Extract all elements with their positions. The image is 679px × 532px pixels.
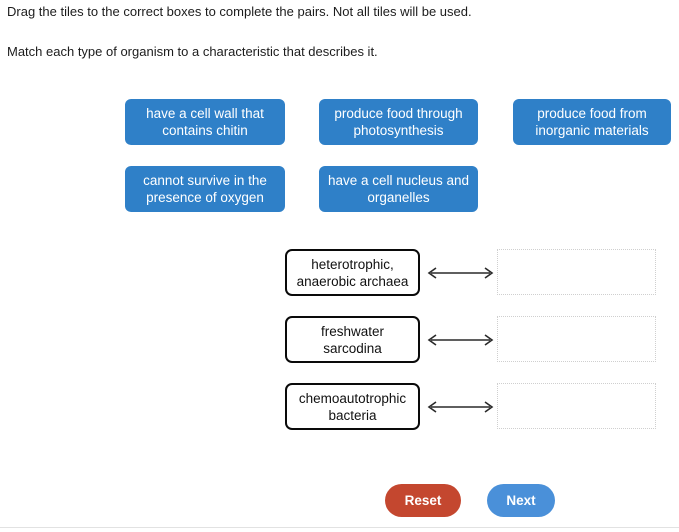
match-row: heterotrophic, anaerobic archaea: [285, 249, 665, 296]
match-row: freshwater sarcodina: [285, 316, 665, 363]
match-row: chemoautotrophic bacteria: [285, 383, 665, 430]
instructions-block: Drag the tiles to the correct boxes to c…: [7, 0, 667, 60]
draggable-tile[interactable]: have a cell wall that contains chitin: [125, 99, 285, 145]
term-box: chemoautotrophic bacteria: [285, 383, 420, 430]
term-box: freshwater sarcodina: [285, 316, 420, 363]
drop-target[interactable]: [497, 316, 656, 362]
next-button[interactable]: Next: [487, 484, 555, 517]
instruction-line-1: Drag the tiles to the correct boxes to c…: [7, 4, 472, 19]
draggable-tile[interactable]: cannot survive in the presence of oxygen: [125, 166, 285, 212]
double-arrow-icon: [424, 316, 497, 363]
instruction-line-2: Match each type of organism to a charact…: [7, 44, 378, 59]
reset-button[interactable]: Reset: [385, 484, 461, 517]
term-box: heterotrophic, anaerobic archaea: [285, 249, 420, 296]
footer-divider: [0, 527, 679, 528]
double-arrow-icon: [424, 383, 497, 430]
draggable-tile[interactable]: produce food from inorganic materials: [513, 99, 671, 145]
draggable-tile[interactable]: produce food through photosynthesis: [319, 99, 478, 145]
drop-target[interactable]: [497, 249, 656, 295]
draggable-tile[interactable]: have a cell nucleus and organelles: [319, 166, 478, 212]
double-arrow-icon: [424, 249, 497, 296]
drop-target[interactable]: [497, 383, 656, 429]
